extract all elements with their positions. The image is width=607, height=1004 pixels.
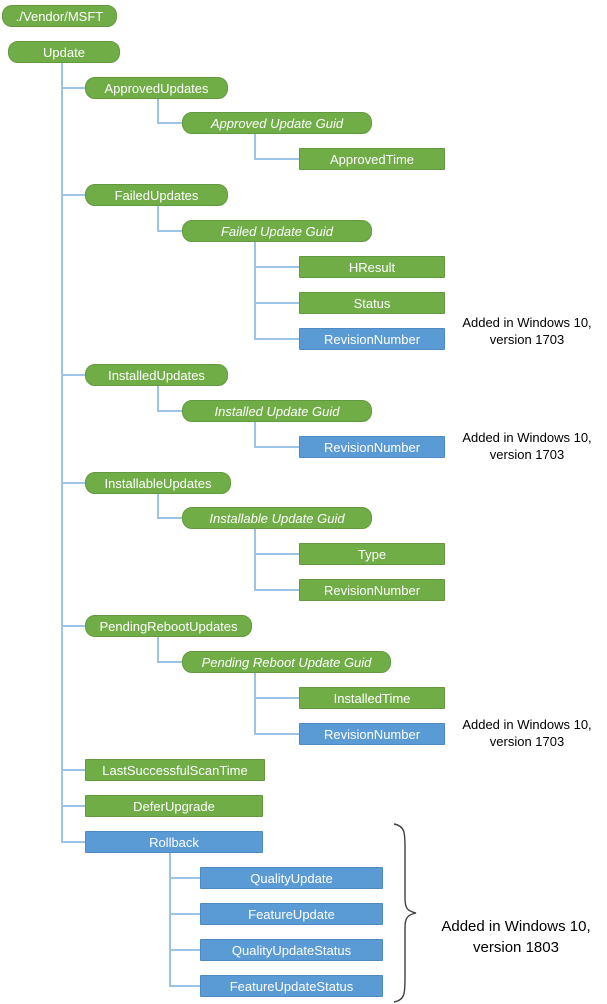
node-status: Status: [299, 292, 445, 314]
connector-line: [254, 242, 256, 340]
connector-line: [61, 841, 85, 843]
node-approved-time: ApprovedTime: [299, 148, 445, 170]
connector-line: [254, 134, 256, 160]
node-feature-update-status: FeatureUpdateStatus: [200, 975, 383, 997]
connector-line: [61, 769, 85, 771]
node-revision-number-installed: RevisionNumber: [299, 436, 445, 458]
connector-line: [157, 410, 182, 412]
node-revision-number-failed: RevisionNumber: [299, 328, 445, 350]
annotation-added-1703-pending: Added in Windows 10, version 1703: [462, 717, 592, 749]
node-installed-updates: InstalledUpdates: [85, 364, 228, 386]
node-approved-update-guid: Approved Update Guid: [182, 112, 372, 134]
connector-line: [254, 266, 299, 268]
node-pending-reboot-update-guid: Pending Reboot Update Guid: [182, 651, 391, 673]
node-quality-update-status: QualityUpdateStatus: [200, 939, 383, 961]
connector-line: [157, 494, 159, 519]
curly-brace: [393, 823, 417, 1003]
node-hresult: HResult: [299, 256, 445, 278]
connector-line: [254, 697, 299, 699]
node-last-successful-scan-time: LastSuccessfulScanTime: [85, 759, 265, 781]
node-feature-update: FeatureUpdate: [200, 903, 383, 925]
node-defer-upgrade: DeferUpgrade: [85, 795, 263, 817]
connector-line: [254, 302, 299, 304]
node-vendor-msft: ./Vendor/MSFT: [2, 5, 117, 27]
connector-line: [61, 625, 85, 627]
connector-line: [169, 877, 200, 879]
node-quality-update: QualityUpdate: [200, 867, 383, 889]
connector-line: [169, 985, 200, 987]
connector-line: [61, 374, 85, 376]
connector-line: [157, 637, 159, 663]
connector-line: [254, 589, 299, 591]
node-rollback: Rollback: [85, 831, 263, 853]
node-installed-update-guid: Installed Update Guid: [182, 400, 372, 422]
connector-line: [254, 446, 299, 448]
connector-line: [169, 853, 171, 987]
node-failed-update-guid: Failed Update Guid: [182, 220, 372, 242]
connector-line: [61, 63, 63, 843]
node-revision-number-installable: RevisionNumber: [299, 579, 445, 601]
node-update: Update: [8, 41, 120, 63]
annotation-added-1703-installed: Added in Windows 10, version 1703: [462, 430, 592, 462]
connector-line: [254, 673, 256, 735]
node-installed-time: InstalledTime: [299, 687, 445, 709]
connector-line: [254, 553, 299, 555]
annotation-added-1703-failed: Added in Windows 10, version 1703: [462, 315, 592, 347]
connector-line: [157, 206, 159, 232]
node-installable-updates: InstallableUpdates: [85, 472, 231, 494]
connector-line: [254, 529, 256, 591]
node-type: Type: [299, 543, 445, 565]
connector-line: [169, 913, 200, 915]
connector-line: [254, 338, 299, 340]
connector-line: [169, 949, 200, 951]
connector-line: [61, 805, 85, 807]
node-approved-updates: ApprovedUpdates: [85, 77, 228, 99]
node-pending-reboot-updates: PendingRebootUpdates: [85, 615, 252, 637]
connector-line: [157, 122, 182, 124]
connector-line: [157, 517, 182, 519]
node-failed-updates: FailedUpdates: [85, 184, 228, 206]
connector-line: [157, 661, 182, 663]
connector-line: [254, 733, 299, 735]
connector-line: [61, 482, 85, 484]
connector-line: [61, 87, 85, 89]
connector-line: [254, 158, 299, 160]
annotation-added-1803-rollback: Added in Windows 10, version 1803: [441, 918, 591, 956]
node-revision-number-pending: RevisionNumber: [299, 723, 445, 745]
connector-line: [157, 230, 182, 232]
connector-line: [254, 422, 256, 448]
connector-line: [157, 386, 159, 412]
connector-line: [157, 99, 159, 124]
connector-line: [61, 194, 85, 196]
node-installable-update-guid: Installable Update Guid: [182, 507, 372, 529]
